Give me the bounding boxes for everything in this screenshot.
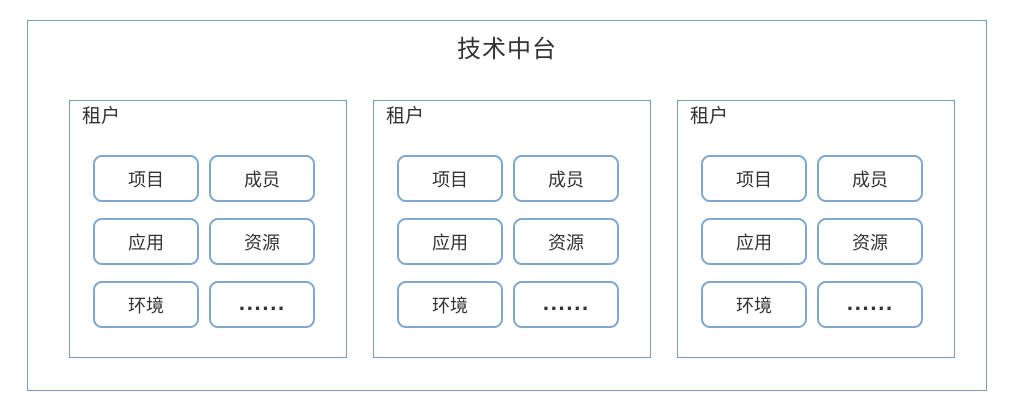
cell-member[interactable]: 成员 bbox=[513, 155, 619, 202]
cell-resource[interactable]: 资源 bbox=[209, 218, 315, 265]
cell-project[interactable]: 项目 bbox=[701, 155, 807, 202]
cell-member[interactable]: 成员 bbox=[817, 155, 923, 202]
cell-more[interactable]: ...... bbox=[513, 281, 619, 328]
cell-more[interactable]: ...... bbox=[817, 281, 923, 328]
tenant-label: 租户 bbox=[82, 105, 121, 127]
tenant-box: 租户 项目 成员 应用 资源 环境 ...... bbox=[677, 100, 955, 358]
cell-member[interactable]: 成员 bbox=[209, 155, 315, 202]
cell-application[interactable]: 应用 bbox=[701, 218, 807, 265]
cell-project[interactable]: 项目 bbox=[397, 155, 503, 202]
cell-environment[interactable]: 环境 bbox=[397, 281, 503, 328]
tenant-label: 租户 bbox=[386, 105, 425, 127]
cell-application[interactable]: 应用 bbox=[93, 218, 199, 265]
cell-resource[interactable]: 资源 bbox=[513, 218, 619, 265]
tenant-box: 租户 项目 成员 应用 资源 环境 ...... bbox=[373, 100, 651, 358]
cell-more[interactable]: ...... bbox=[209, 281, 315, 328]
cell-environment[interactable]: 环境 bbox=[701, 281, 807, 328]
diagram-title: 技术中台 bbox=[457, 35, 557, 63]
cell-resource[interactable]: 资源 bbox=[817, 218, 923, 265]
tenant-box: 租户 项目 成员 应用 资源 环境 ...... bbox=[69, 100, 347, 358]
tenant-label: 租户 bbox=[690, 105, 729, 127]
tech-platform-frame: 技术中台 租户 项目 成员 应用 资源 环境 ...... 租户 项目 成员 应… bbox=[27, 20, 987, 391]
cell-application[interactable]: 应用 bbox=[397, 218, 503, 265]
cell-environment[interactable]: 环境 bbox=[93, 281, 199, 328]
cell-project[interactable]: 项目 bbox=[93, 155, 199, 202]
